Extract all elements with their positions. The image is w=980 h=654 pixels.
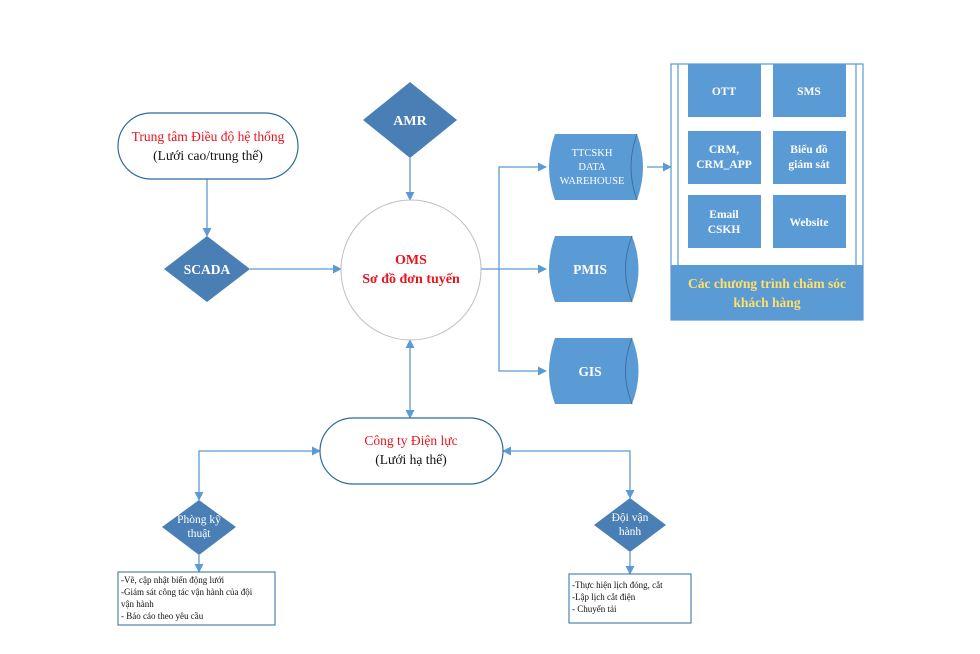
tile-sms-label: SMS (797, 86, 821, 98)
dispatch-center-node[interactable]: Trung tâm Điều độ hệ thống (Lưới cao/tru… (117, 112, 299, 180)
tile-crm-label-line2: CRM_APP (696, 159, 752, 171)
oms-title: OMS (395, 253, 427, 268)
pmis-node[interactable]: PMIS (549, 235, 639, 303)
tile-ott[interactable]: OTT (688, 64, 761, 117)
power-company-title: Công ty Điện lực (364, 433, 457, 448)
technical-note-line: -Vẽ, cập nhật biến động lưới (121, 575, 225, 585)
customer-care-caption-line1: Các chương trình chăm sóc (688, 276, 846, 291)
tile-website[interactable]: Website (773, 195, 846, 248)
oms-subtitle: Sơ đồ đơn tuyến (362, 272, 460, 287)
operations-note-line: -Thực hiện lịch đóng, cắt (572, 580, 663, 590)
technical-dept-node[interactable]: Phòng kỹ thuật (162, 500, 236, 555)
tile-website-label: Website (790, 217, 829, 229)
technical-dept-label-line2: thuật (188, 528, 212, 540)
power-company-subtitle: (Lưới hạ thế) (375, 452, 446, 467)
technical-note-line: -Giám sát công tác vận hành của đội (121, 587, 253, 597)
tile-monitoring-label-line1: Biểu đồ (790, 143, 828, 156)
connector-oms-to-gis (498, 269, 547, 376)
tile-ott-label: OTT (712, 86, 737, 98)
scada-label: SCADA (184, 262, 231, 277)
amr-label: AMR (393, 114, 427, 129)
connector-power-company-to-technical (194, 446, 321, 501)
operations-note-line: - Chuyển tải (572, 604, 617, 614)
tile-crm[interactable]: CRM, CRM_APP (688, 131, 761, 184)
ttcskh-label-line1: TTCSKH (572, 148, 613, 159)
operations-team-label-line2: hành (619, 526, 642, 538)
customer-care-caption-line2: khách hàng (733, 295, 800, 310)
tile-sms[interactable]: SMS (773, 64, 846, 117)
tile-monitoring-label-line2: giám sát (788, 159, 829, 171)
operations-team-node[interactable]: Đội vận hành (594, 498, 666, 552)
technical-notes-box: -Vẽ, cập nhật biến động lưới -Giám sát c… (117, 571, 276, 626)
oms-node[interactable]: OMS Sơ đồ đơn tuyến (340, 199, 482, 341)
operations-team-label-line1: Đội vận (612, 512, 649, 524)
dispatch-center-title: Trung tâm Điều độ hệ thống (132, 129, 285, 144)
technical-note-line: - Báo cáo theo yêu cầu (121, 611, 204, 621)
dispatch-center-subtitle: (Lưới cao/trung thế) (153, 148, 263, 163)
gis-node[interactable]: GIS (549, 337, 639, 405)
ttcskh-data-warehouse-node[interactable]: TTCSKH DATA WAREHOUSE (549, 133, 643, 201)
pmis-label: PMIS (573, 262, 607, 277)
power-company-node[interactable]: Công ty Điện lực (Lưới hạ thế) (319, 417, 504, 485)
operations-note-line: -Lập lịch cắt điện (572, 592, 636, 602)
tile-email-label-line2: CSKH (708, 224, 741, 236)
ttcskh-label-line2: DATA (578, 162, 606, 173)
scada-node[interactable]: SCADA (164, 236, 250, 302)
ttcskh-label-line3: WAREHOUSE (560, 176, 625, 187)
tile-crm-label-line1: CRM, (709, 144, 739, 156)
technical-note-line: vận hành (121, 599, 154, 609)
tile-monitoring-chart[interactable]: Biểu đồ giám sát (773, 131, 846, 184)
amr-node[interactable]: AMR (363, 82, 457, 158)
operations-notes-box: -Thực hiện lịch đóng, cắt -Lập lịch cắt … (568, 573, 692, 624)
tile-email-label-line1: Email (709, 209, 738, 221)
gis-label: GIS (578, 364, 601, 379)
connectors (194, 158, 672, 575)
connector-oms-to-ttcskh (498, 162, 547, 269)
connector-power-company-to-operations (502, 446, 635, 499)
technical-dept-label-line1: Phòng kỹ (177, 514, 221, 526)
tile-email-cskh[interactable]: Email CSKH (688, 195, 761, 248)
